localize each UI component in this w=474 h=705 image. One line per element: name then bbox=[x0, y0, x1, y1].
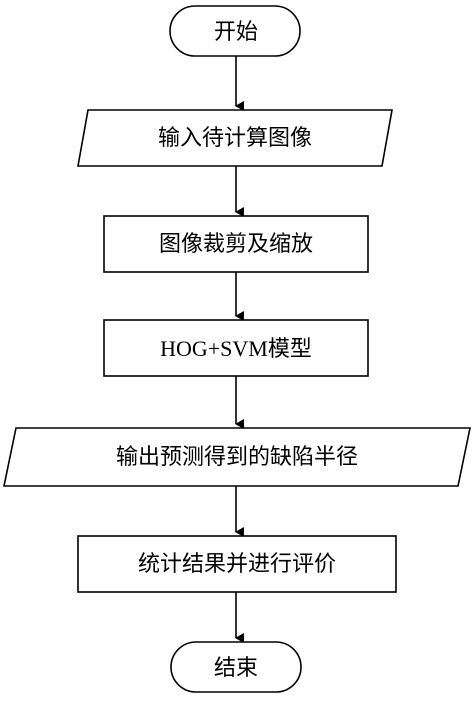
crop-label: 图像裁剪及缩放 bbox=[159, 232, 313, 257]
evaluate-node: 统计结果并进行评价 bbox=[77, 535, 397, 593]
crop-node: 图像裁剪及缩放 bbox=[103, 215, 369, 273]
start-label: 开始 bbox=[214, 20, 258, 45]
output-node: 输出预测得到的缺陷半径 bbox=[3, 427, 471, 487]
evaluate-label: 统计结果并进行评价 bbox=[138, 552, 336, 577]
input-label: 输入待计算图像 bbox=[158, 126, 312, 151]
end-terminator: 结束 bbox=[170, 641, 302, 693]
model-node: HOG+SVM模型 bbox=[103, 319, 369, 377]
model-label: HOG+SVM模型 bbox=[160, 336, 312, 361]
input-node: 输入待计算图像 bbox=[77, 109, 393, 167]
start-terminator: 开始 bbox=[169, 5, 301, 57]
output-label: 输出预测得到的缺陷半径 bbox=[116, 445, 358, 470]
end-label: 结束 bbox=[214, 656, 258, 681]
